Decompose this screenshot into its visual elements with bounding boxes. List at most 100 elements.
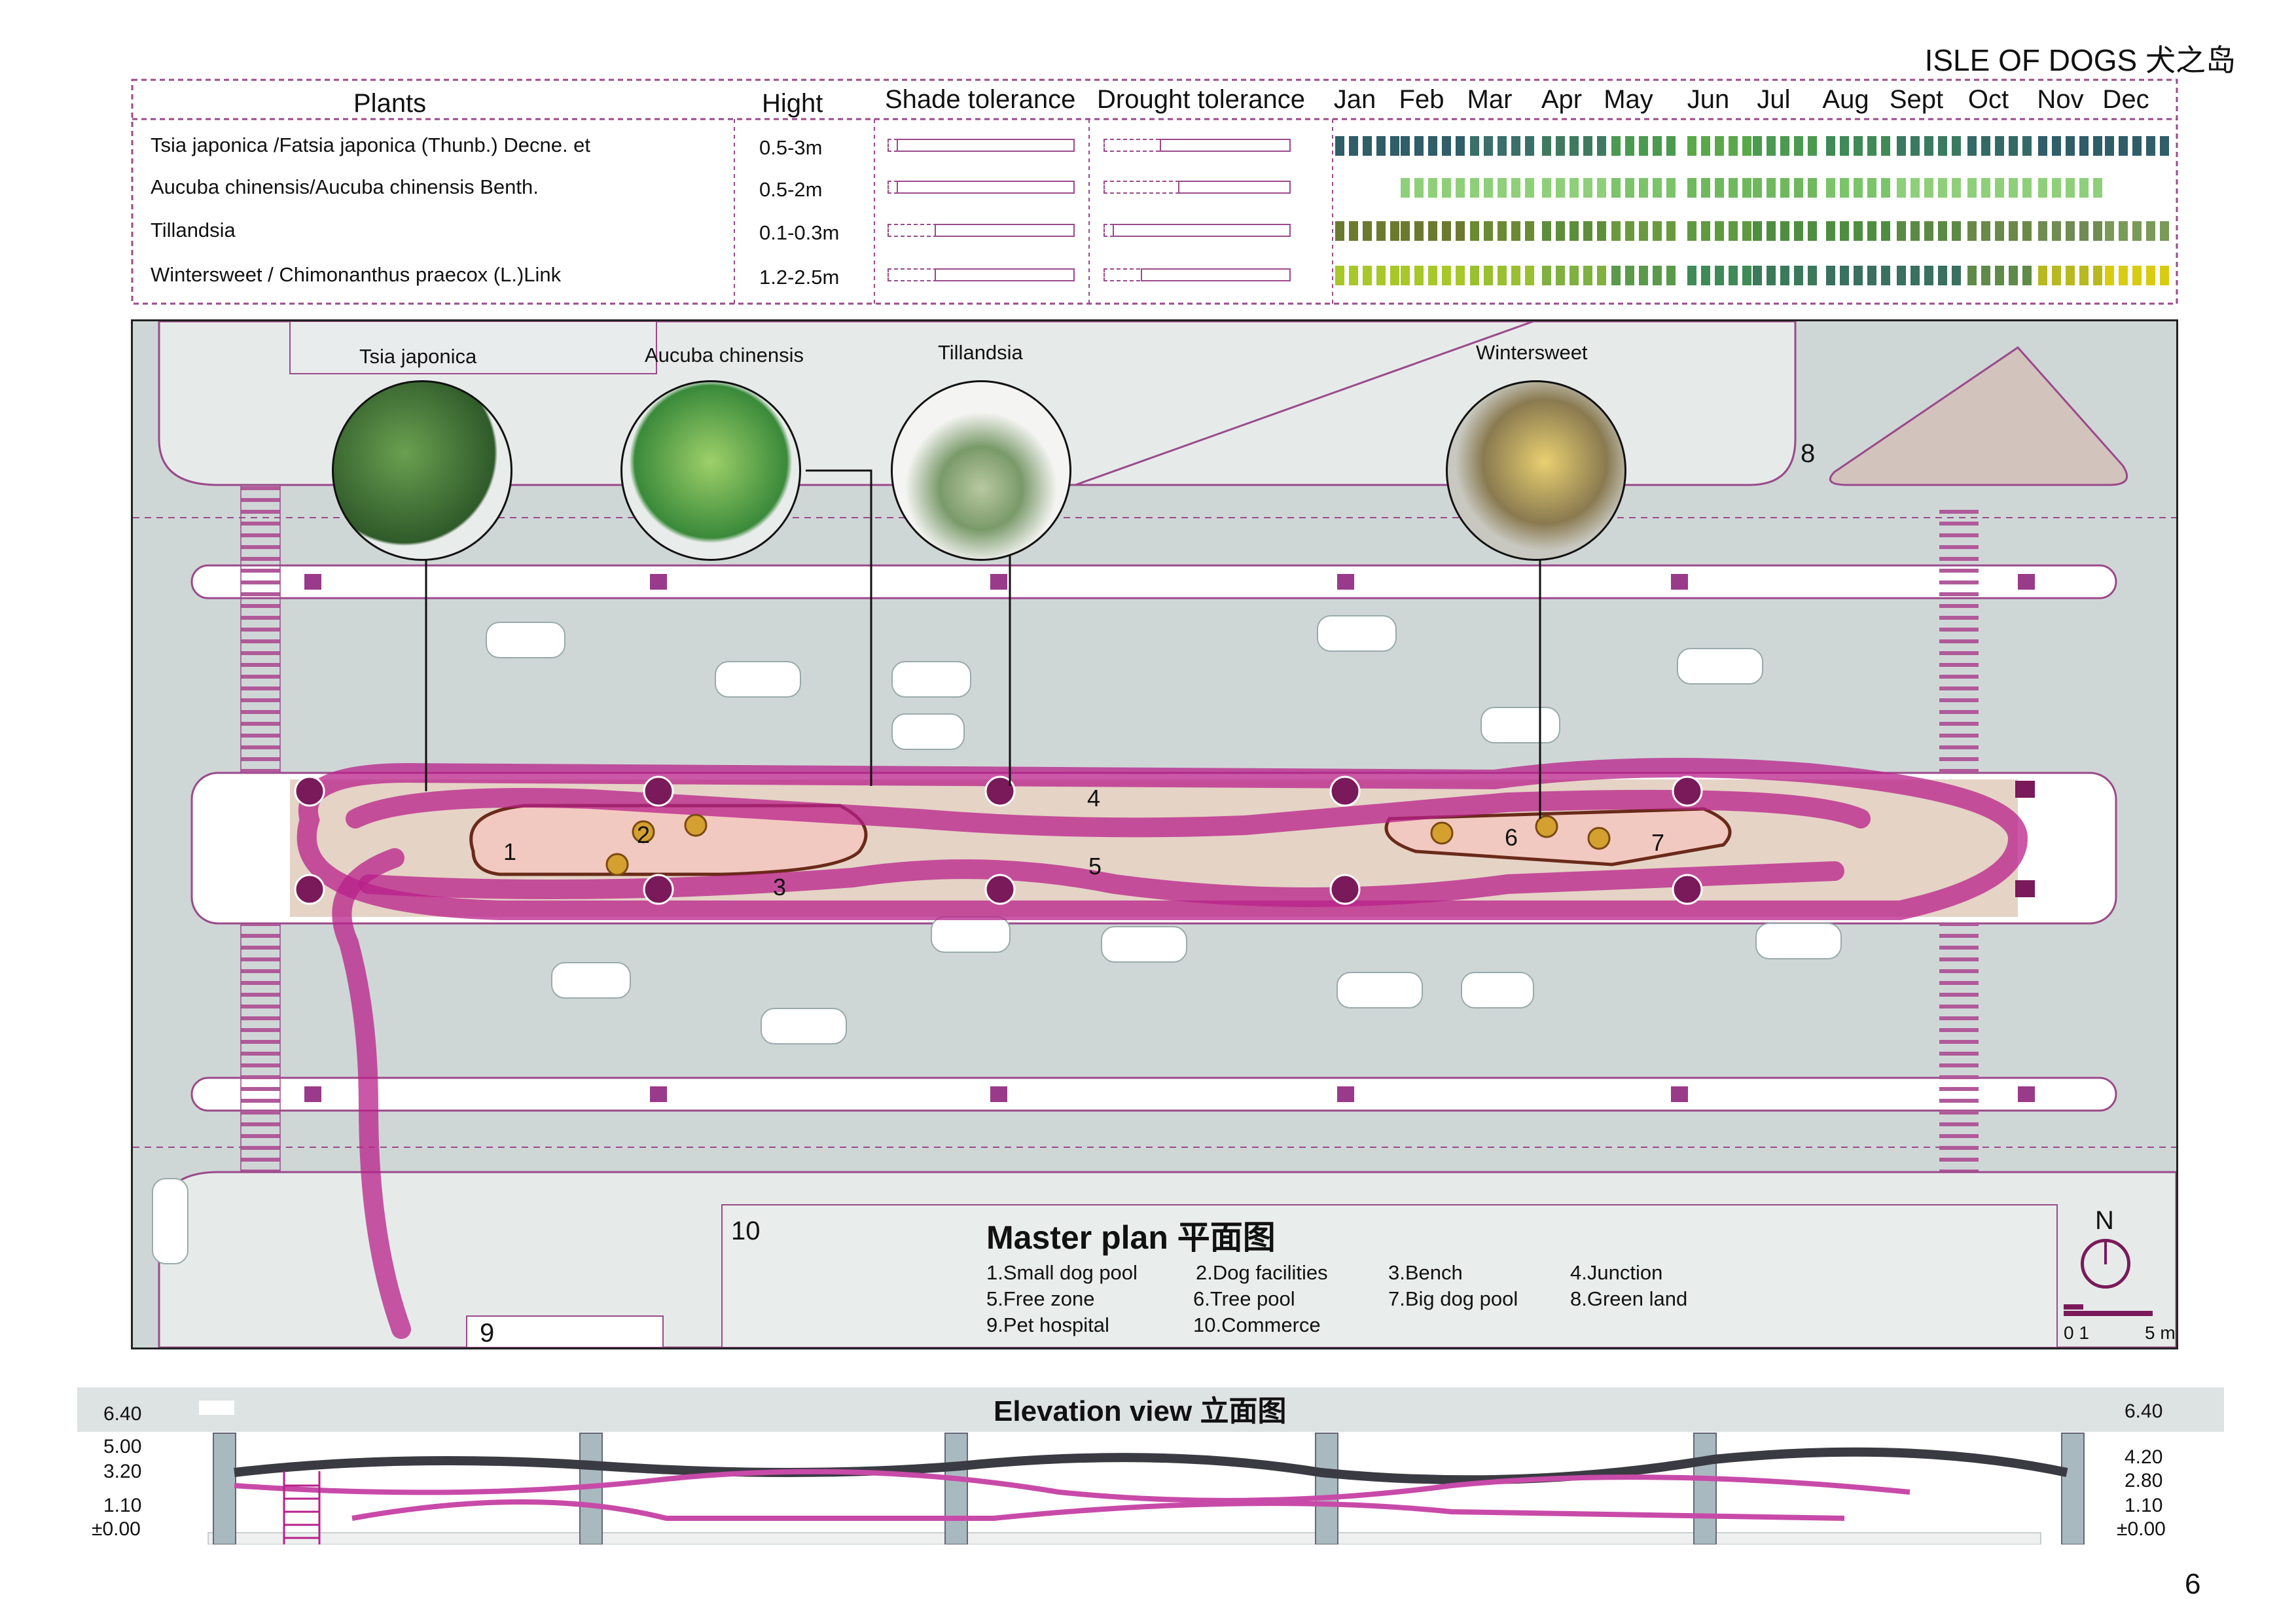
shade-bar — [888, 139, 1075, 152]
header-height: Hight — [762, 89, 823, 118]
season-tick — [1470, 178, 1479, 198]
season-tick — [1729, 221, 1738, 241]
season-tick — [1967, 136, 1977, 156]
season-tick — [2022, 178, 2032, 198]
plant-height: 1.2-2.5m — [759, 266, 840, 289]
season-tick — [1583, 221, 1592, 241]
season-tick — [1753, 178, 1762, 198]
season-tick — [1349, 266, 1358, 285]
season-tick — [1556, 266, 1565, 285]
season-tick — [1924, 221, 1933, 241]
legend-2: 2.Dog facilities — [1196, 1261, 1328, 1284]
season-tick — [1542, 178, 1551, 198]
season-tick — [1794, 266, 1803, 285]
season-tick — [1511, 178, 1520, 198]
season-tick — [1390, 266, 1399, 285]
season-tick — [1570, 136, 1579, 156]
month-header: Jul — [1757, 85, 1791, 114]
season-tick — [1715, 266, 1724, 285]
season-tick — [2093, 178, 2102, 198]
season-tick — [1376, 266, 1386, 285]
season-tick — [2079, 178, 2089, 198]
drought-bar — [1103, 139, 1291, 152]
zone-5: 5 — [1088, 853, 1102, 880]
season-tick — [1742, 266, 1751, 285]
season-tick — [2105, 136, 2114, 156]
season-tick — [1924, 178, 1933, 198]
season-tick — [1995, 136, 2004, 156]
master-plan-title: Master plan 平面图 — [986, 1219, 1276, 1256]
season-tick — [1952, 266, 1961, 285]
season-tick — [1456, 221, 1465, 241]
season-tick — [1442, 178, 1451, 198]
season-tick — [1995, 266, 2004, 285]
label-tsia: Tsia japonica — [359, 345, 477, 368]
season-tick — [1570, 266, 1579, 285]
season-tick — [1981, 136, 1990, 156]
season-tick — [1854, 178, 1863, 198]
season-tick — [2009, 266, 2018, 285]
season-tick — [1484, 266, 1493, 285]
month-header: May — [1604, 85, 1653, 114]
season-tick — [1525, 221, 1534, 241]
season-tick — [1967, 178, 1977, 198]
season-tick — [1335, 136, 1344, 156]
season-tick — [1967, 266, 1977, 285]
season-tick — [1390, 136, 1399, 156]
season-tick — [1498, 221, 1507, 241]
season-tick — [1511, 221, 1520, 241]
season-tick — [1910, 178, 1920, 198]
season-tick — [1981, 178, 1990, 198]
month-header: Oct — [1967, 85, 2009, 114]
season-tick — [2066, 266, 2075, 285]
season-tick — [1484, 221, 1493, 241]
season-tick — [1525, 178, 1534, 198]
season-tick — [1826, 266, 1835, 285]
season-tick — [1653, 266, 1662, 285]
master-plan: Tsia japonica Aucuba chinensis Tillandsi… — [131, 319, 2178, 1349]
season-tick — [1897, 266, 1906, 285]
season-tick — [1625, 221, 1634, 241]
season-tick — [1542, 266, 1551, 285]
zone-2: 2 — [637, 821, 651, 848]
season-tick — [1349, 136, 1358, 156]
crosswalk-right — [1939, 505, 1979, 1185]
zone-1: 1 — [503, 838, 517, 865]
season-tick — [1938, 266, 1947, 285]
elevation-view: Elevation view 立面图 6.40 5.00 3.20 1.10 ±… — [77, 1387, 2224, 1544]
zone-10: 10 — [731, 1217, 761, 1245]
season-tick — [1780, 136, 1789, 156]
shade-bar-fill — [934, 268, 1075, 281]
shade-bar — [888, 268, 1075, 281]
tillandsia-photo — [891, 380, 1071, 561]
legend-3: 3.Bench — [1388, 1261, 1463, 1284]
legend-1: 1.Small dog pool — [986, 1261, 1138, 1284]
right-level-4: 1.10 — [2125, 1495, 2163, 1516]
season-tick — [1442, 266, 1451, 285]
label-tillandsia: Tillandsia — [938, 341, 1023, 364]
season-tick — [1428, 178, 1437, 198]
season-tick — [1363, 266, 1372, 285]
season-tick — [2093, 266, 2102, 285]
zone-7: 7 — [1651, 829, 1665, 856]
plant-name: Tillandsia — [151, 219, 236, 241]
season-tick — [1826, 221, 1835, 241]
shade-bar — [888, 224, 1075, 237]
legend-4: 4.Junction — [1570, 1261, 1663, 1284]
north-arrow-icon — [2081, 1239, 2130, 1289]
season-tick — [1484, 178, 1493, 198]
season-tick — [1881, 221, 1890, 241]
header-shade: Shade tolerance — [885, 85, 1076, 114]
legend-7: 7.Big dog pool — [1388, 1287, 1518, 1310]
season-tick — [1687, 221, 1696, 241]
season-tick — [2079, 221, 2089, 241]
season-tick — [1687, 178, 1696, 198]
drought-bar-fill — [1159, 139, 1291, 152]
elevation-title: Elevation view 立面图 — [994, 1395, 1287, 1427]
plant-name: Tsia japonica /Fatsia japonica (Thunb.) … — [151, 134, 591, 156]
season-tick — [2146, 136, 2155, 156]
shade-bar-fill — [897, 181, 1075, 194]
season-tick — [1414, 266, 1424, 285]
season-tick — [2146, 221, 2155, 241]
season-tick — [1363, 221, 1372, 241]
